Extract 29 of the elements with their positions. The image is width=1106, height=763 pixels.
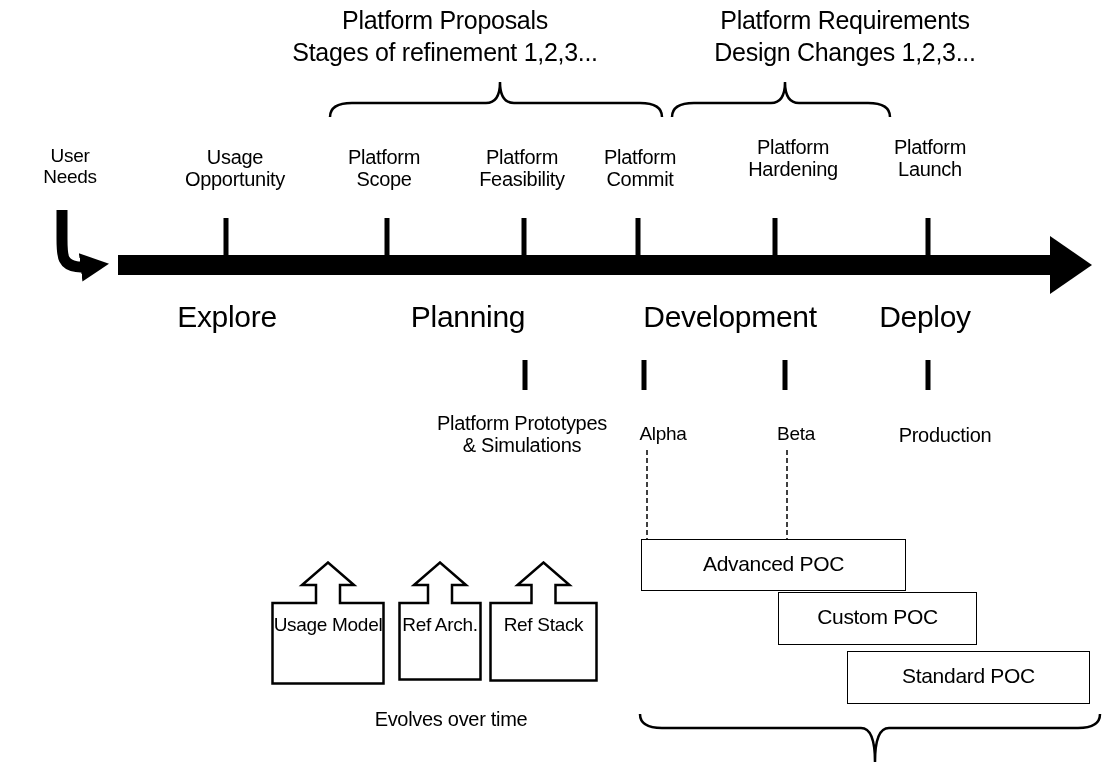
milestone-label: Beta <box>770 424 822 450</box>
milestone-label: Usage Opportunity <box>183 146 287 191</box>
phase-label: Planning <box>409 300 527 334</box>
phase-label: Explore <box>176 300 278 334</box>
connector-line <box>786 449 788 540</box>
process-box: Custom POC <box>778 592 977 645</box>
milestone-label: Platform Hardening <box>747 136 839 181</box>
phase-label: Development <box>642 300 818 334</box>
milestone-label: Alpha <box>632 424 694 450</box>
milestone-label: User Needs <box>30 146 110 196</box>
note-text: Platform Prototypes & Simulations <box>437 412 607 457</box>
phase-label: Deploy <box>878 300 972 334</box>
process-box: Standard POC <box>847 651 1090 704</box>
milestone-label: Platform Scope <box>346 146 422 191</box>
up-arrow-box: Ref Arch. <box>398 561 482 681</box>
heading-text: Design Changes 1,2,3... <box>713 38 977 66</box>
milestone-label: Platform Feasibility <box>478 146 566 191</box>
connector-line <box>646 449 648 540</box>
curved-arrow <box>56 209 110 282</box>
heading-text: Stages of refinement 1,2,3... <box>291 38 599 66</box>
note-text: Evolves over time <box>373 708 529 731</box>
process-box: Advanced POC <box>641 539 906 591</box>
heading-text: Platform Proposals <box>341 6 549 34</box>
up-arrow-box: Usage Model <box>271 561 385 685</box>
milestone-label: Platform Launch <box>892 136 968 181</box>
heading-text: Platform Requirements <box>719 6 971 34</box>
milestone-label: Platform Commit <box>602 146 678 191</box>
up-arrow-box: Ref Stack <box>489 561 598 682</box>
milestone-label: Production <box>897 424 993 447</box>
